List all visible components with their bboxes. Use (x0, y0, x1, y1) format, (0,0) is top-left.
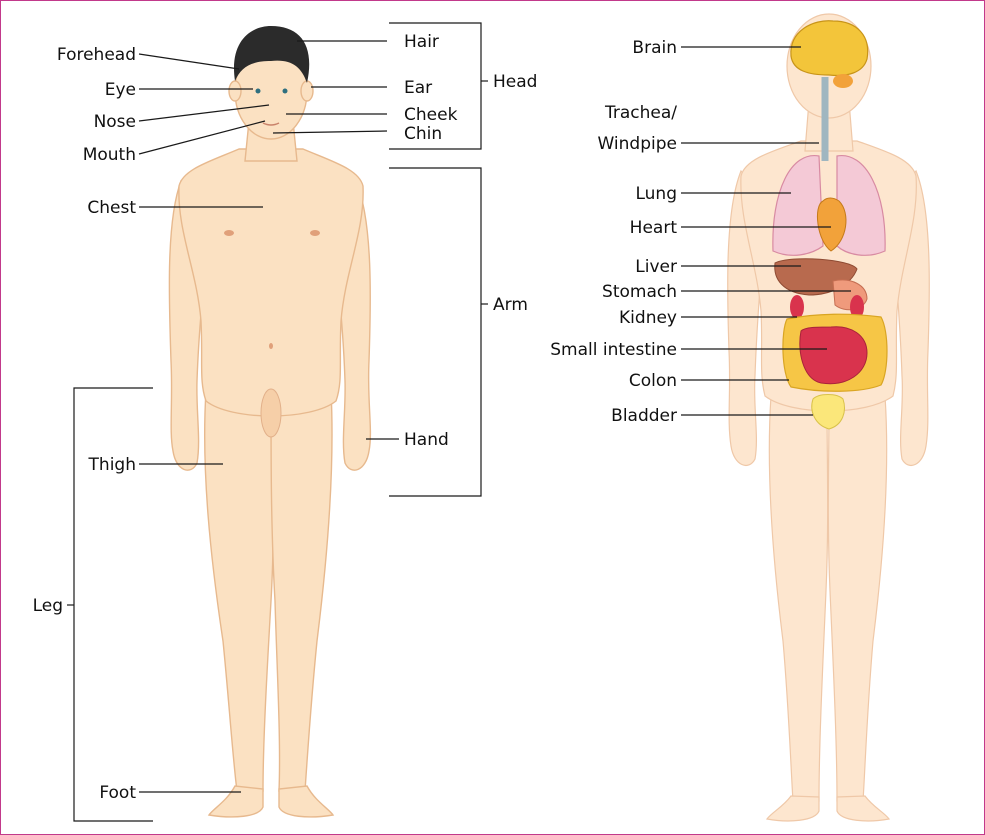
small-intestine-organ (800, 327, 867, 384)
internal-body-figure (728, 14, 930, 821)
label-leg: Leg (33, 596, 63, 616)
label-lung: Lung (635, 184, 677, 204)
label-cheek: Cheek (404, 105, 458, 125)
label-arm: Arm (493, 295, 528, 315)
label-kidney: Kidney (619, 308, 677, 328)
label-head: Head (493, 72, 537, 92)
label-hair: Hair (404, 32, 439, 52)
label-thigh: Thigh (88, 455, 136, 475)
label-chin: Chin (404, 124, 442, 144)
label-heart: Heart (630, 218, 678, 238)
brain-organ (791, 21, 868, 76)
label-trachea-line1: Trachea/ (604, 103, 677, 123)
label-ear: Ear (404, 78, 432, 98)
leg-bracket (74, 388, 153, 821)
external-body-figure (169, 26, 370, 817)
forehead-leader (139, 54, 239, 69)
label-colon: Colon (629, 371, 677, 391)
label-brain: Brain (632, 38, 677, 58)
label-chest: Chest (87, 198, 136, 218)
label-trachea-line2: Windpipe (598, 134, 678, 154)
label-small-intestine: Small intestine (550, 340, 677, 360)
label-eye: Eye (105, 80, 136, 100)
label-liver: Liver (635, 257, 677, 277)
label-foot: Foot (99, 783, 136, 803)
label-nose: Nose (94, 112, 136, 132)
kidney-organ (790, 295, 804, 319)
label-stomach: Stomach (602, 282, 677, 302)
label-bladder: Bladder (611, 406, 677, 426)
label-forehead: Forehead (57, 45, 136, 65)
label-mouth: Mouth (83, 145, 136, 165)
label-hand: Hand (404, 430, 449, 450)
